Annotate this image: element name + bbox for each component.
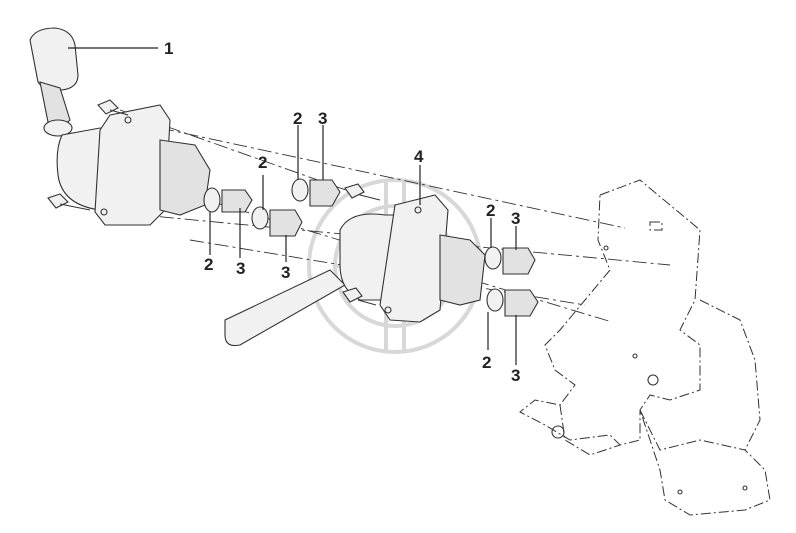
fittings-right — [484, 246, 539, 317]
callout-label: 2 — [482, 353, 491, 372]
callout-label: 3 — [511, 366, 520, 385]
callout-label: 2 — [204, 255, 213, 274]
callout-label: 3 — [281, 263, 290, 282]
callout-label: 3 — [318, 109, 327, 128]
fittings-left — [203, 178, 341, 237]
hand-brake-valve-left — [29, 27, 211, 226]
callout-labels: 1 2 3 2 4 2 3 2 3 3 2 3 — [164, 39, 520, 385]
leader-lines — [68, 47, 517, 365]
mounting-bracket — [519, 179, 771, 516]
callout-label: 4 — [414, 147, 424, 166]
hand-brake-valve-center — [224, 183, 486, 347]
callout-label: 1 — [164, 39, 173, 58]
callout-label: 3 — [511, 209, 520, 228]
callout-label: 2 — [486, 201, 495, 220]
callout-label: 3 — [236, 259, 245, 278]
callout-label: 2 — [258, 153, 267, 172]
callout-label: 2 — [293, 109, 302, 128]
